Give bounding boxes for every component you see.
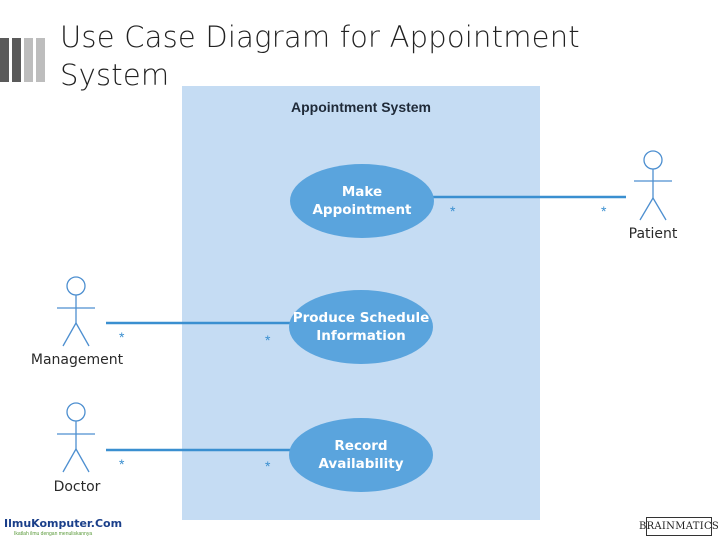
deco-bar-4 (36, 38, 45, 82)
system-name: Appointment System (290, 99, 431, 115)
multiplicity-management-end: * (119, 329, 125, 345)
multiplicity-make-appointment-end: * (450, 203, 456, 219)
actor-doctor-figure (57, 402, 95, 473)
ilmukomputer-tagline: Ikatlah ilmu dengan menuliskannya (14, 531, 93, 537)
deco-bar-3 (24, 38, 33, 82)
multiplicity-record-availability-end: * (265, 458, 271, 474)
multiplicity-patient-end: * (601, 203, 607, 219)
brainmatics-logo: BRAINMATICS (639, 517, 719, 536)
actor-management-figure (57, 276, 95, 347)
actor-patient-label: Patient (628, 226, 678, 242)
deco-bar-2 (12, 38, 21, 82)
actor-management-label: Management (30, 352, 124, 368)
ilmukomputer-logo: IlmuKomputer.Com (4, 517, 123, 530)
slide-title: Use Case Diagram for Appointment System (60, 20, 580, 92)
actor-doctor-label: Doctor (53, 479, 101, 495)
usecase-record-availability: Record Availability (289, 418, 433, 492)
title-decoration-bars (0, 38, 52, 82)
actor-patient-figure (634, 150, 672, 221)
usecase-make-appointment: Make Appointment (290, 164, 434, 238)
deco-bar-1 (0, 38, 9, 82)
usecase-produce-schedule: Produce Schedule Information (289, 290, 433, 364)
multiplicity-produce-schedule-end: * (265, 332, 271, 348)
multiplicity-doctor-end: * (119, 456, 125, 472)
